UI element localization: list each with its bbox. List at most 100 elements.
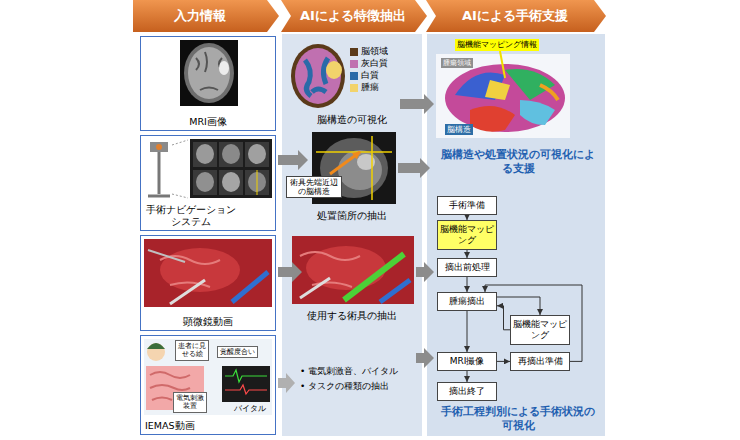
tag-text: 腫瘍領域 <box>443 59 471 67</box>
brain-segmentation-image <box>295 48 341 104</box>
process-text: 摘出前処理 <box>445 262 490 273</box>
navigation-system <box>156 144 162 150</box>
navigation-system <box>219 170 243 195</box>
input-panel-ground <box>140 335 276 435</box>
process-box: 摘出終了 <box>437 382 497 401</box>
connector <box>467 311 468 352</box>
microscope-image <box>148 250 185 262</box>
legend-row: 白質 <box>350 70 420 82</box>
column-panel <box>282 34 605 436</box>
process-box: 手術準備 <box>437 196 497 215</box>
navigation-system <box>150 142 168 152</box>
iemas-illustration <box>225 385 267 394</box>
label-holder: 処置箇所の抽出 <box>282 210 422 222</box>
tag-box: 電気刺激装置 <box>173 392 207 413</box>
header-chevron: 入力情報 <box>133 0 279 32</box>
microscope-image <box>144 239 272 307</box>
navigation-system <box>222 144 240 164</box>
microscope-image <box>160 256 220 287</box>
column-panel <box>427 34 605 436</box>
header-text: AIによる手術支援 <box>462 8 568 24</box>
brain-map-image <box>470 106 515 132</box>
iemas-illustration <box>144 339 272 415</box>
connector <box>467 277 468 292</box>
tool-detection-image <box>300 252 360 287</box>
callout-arrow <box>330 152 360 174</box>
column-panel <box>282 34 422 436</box>
brain-segmentation-image <box>291 44 345 108</box>
process-box: 再摘出準備 <box>510 352 570 371</box>
brain-segmentation-image <box>326 61 342 79</box>
connector <box>497 306 510 330</box>
navigation-system <box>190 139 272 198</box>
navigation-system <box>196 172 214 192</box>
legend-swatch <box>350 48 358 56</box>
navigation-system <box>158 152 161 194</box>
mri-image <box>184 43 234 103</box>
iemas-illustration <box>144 339 272 415</box>
tag-text: 電気刺激装置 <box>176 394 204 411</box>
mri-image <box>188 47 230 99</box>
caption-label: 脳構造の可視化 <box>282 114 422 126</box>
tag-text: 患者に見せる絵 <box>178 342 206 359</box>
navigation-system <box>245 170 269 195</box>
flow-arrow <box>278 262 302 282</box>
microscope-image <box>160 248 240 292</box>
microscope-image <box>170 280 205 304</box>
caption-label: 手術工程判別による手術状況の可視化 <box>436 405 600 433</box>
tool-detection-image <box>380 280 410 302</box>
mri-image <box>180 40 238 106</box>
process-box: 脳機能マッピング <box>437 220 497 250</box>
legend-text: 腫瘍 <box>361 82 379 94</box>
process-box: 摘出前処理 <box>437 258 497 277</box>
callout-arrow <box>330 152 360 174</box>
tag-box: 術具先端近辺の脳構造 <box>286 176 342 198</box>
connector <box>485 285 582 361</box>
iemas-illustration <box>147 343 165 349</box>
input-panel: 顕微鏡動画 <box>140 235 276 331</box>
process-text: 脳機能マッピング <box>440 224 494 246</box>
process-box: 脳機能マッピング <box>510 315 570 345</box>
label-holder: • タスクの種類の抽出 <box>300 381 420 392</box>
header-text: 入力情報 <box>174 8 226 24</box>
connector <box>467 250 468 258</box>
brain-map-image <box>520 100 555 125</box>
chevron-shape <box>133 0 279 32</box>
legend: 脳領域灰白質白質腫瘍 <box>350 46 420 94</box>
legend-row: 灰白質 <box>350 58 420 70</box>
tool-detection-image <box>292 236 414 304</box>
chevron-shape <box>426 0 606 32</box>
legend-row: 腫瘍 <box>350 82 420 94</box>
tag-text: 脳機能マッピング情報 <box>457 40 537 50</box>
mri-image <box>180 40 238 106</box>
caption-label: 使用する術具の抽出 <box>282 310 422 322</box>
panel-caption: 顕微鏡動画 <box>183 316 233 327</box>
zoomed-mri-image <box>316 151 392 153</box>
brain-map-image <box>540 85 558 100</box>
panel-caption: IEMAS動画 <box>145 420 195 431</box>
label-holder: 脳構造の可視化 <box>282 114 422 126</box>
brain-map-image <box>505 69 555 100</box>
brain-segmentation-image <box>305 58 328 96</box>
navigation-system <box>148 139 272 198</box>
tag-box: 腫瘍領域 <box>441 58 473 68</box>
navigation-system <box>193 142 217 167</box>
tool-detection-image <box>300 278 330 298</box>
process-box: 腫瘍摘出 <box>437 292 497 311</box>
legend-text: 白質 <box>361 70 379 82</box>
label-holder: バイタル <box>226 404 274 414</box>
process-box: MRI撮像 <box>437 352 497 371</box>
iemas-illustration <box>222 366 270 402</box>
brain-map-image <box>500 51 505 78</box>
connector <box>467 371 468 382</box>
legend-row: 脳領域 <box>350 46 420 58</box>
input-panel-ground <box>140 36 276 435</box>
legend-swatch <box>350 72 358 80</box>
mri-image <box>219 61 229 75</box>
tool-detection-image <box>292 236 414 304</box>
navigation-system <box>248 144 266 164</box>
header-text: AIによる特徴抽出 <box>300 8 406 24</box>
process-text: 摘出終了 <box>449 386 485 397</box>
input-panel-ground <box>140 135 276 231</box>
